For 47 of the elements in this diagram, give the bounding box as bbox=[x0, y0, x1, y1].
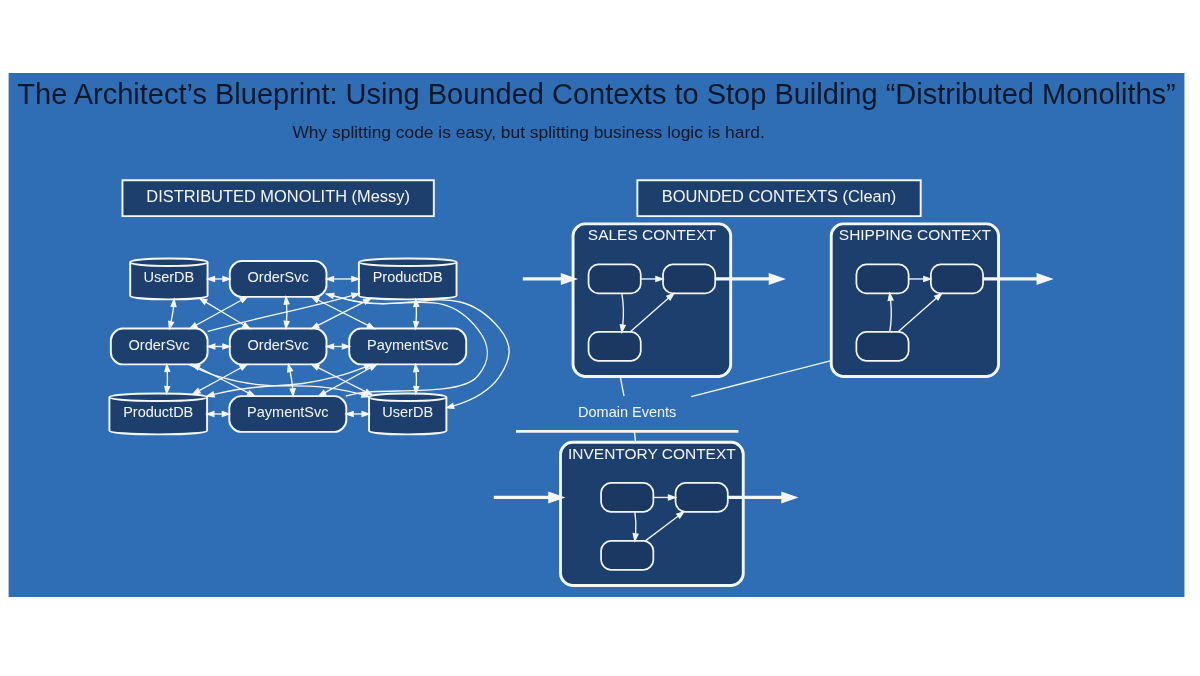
arrow bbox=[640, 275, 665, 282]
arrow bbox=[983, 272, 1054, 285]
node-box: OrderSvc bbox=[109, 327, 209, 365]
node-box: OrderSvc bbox=[228, 259, 328, 298]
arrow bbox=[344, 410, 371, 417]
arrow bbox=[522, 272, 579, 285]
node-box bbox=[662, 263, 717, 294]
arrow bbox=[205, 410, 232, 417]
node-box bbox=[930, 263, 984, 294]
node-box bbox=[587, 263, 642, 294]
arrow bbox=[324, 275, 361, 282]
node-box bbox=[600, 481, 655, 513]
node-box: OrderSvc bbox=[228, 327, 328, 365]
node-box bbox=[674, 481, 729, 513]
arrow bbox=[326, 293, 510, 409]
arrow bbox=[644, 510, 686, 542]
arrow bbox=[715, 272, 786, 285]
connector bbox=[633, 430, 637, 443]
cluster: SALES CONTEXT bbox=[571, 221, 733, 378]
arrow bbox=[887, 291, 894, 333]
cluster: SHIPPING CONTEXT bbox=[829, 221, 1000, 378]
label: Why splitting code is easy, but splitting business logic is hard. bbox=[292, 121, 765, 142]
node-box: DISTRIBUTED MONOLITH (Messy) bbox=[121, 178, 435, 217]
node-box: PaymentSvc bbox=[228, 394, 348, 433]
arrow bbox=[188, 295, 249, 329]
arrow bbox=[619, 292, 627, 334]
arrow bbox=[207, 292, 361, 332]
arrow bbox=[632, 510, 639, 543]
node-box: PaymentSvc bbox=[348, 327, 468, 365]
cluster: INVENTORY CONTEXT bbox=[559, 440, 745, 587]
node-box bbox=[587, 330, 642, 362]
arrow bbox=[205, 275, 232, 282]
arrow bbox=[908, 275, 933, 282]
arrow bbox=[897, 291, 944, 333]
arrow bbox=[198, 297, 252, 329]
connector bbox=[690, 359, 832, 397]
connector bbox=[619, 375, 625, 397]
node-box: BOUNDED CONTEXTS (Clean) bbox=[636, 178, 922, 217]
arrow bbox=[727, 490, 799, 503]
diagram-title: The Architect’s Blueprint: Using Bounded Contexts to Stop Building “Distributed Monoliths” bbox=[17, 77, 1176, 110]
node-box bbox=[600, 539, 655, 571]
node-box bbox=[855, 263, 910, 294]
arrow bbox=[629, 291, 676, 333]
arrow bbox=[493, 490, 566, 503]
node-box bbox=[855, 330, 910, 362]
arrow bbox=[168, 297, 177, 330]
node-text: Domain Events bbox=[578, 403, 677, 420]
